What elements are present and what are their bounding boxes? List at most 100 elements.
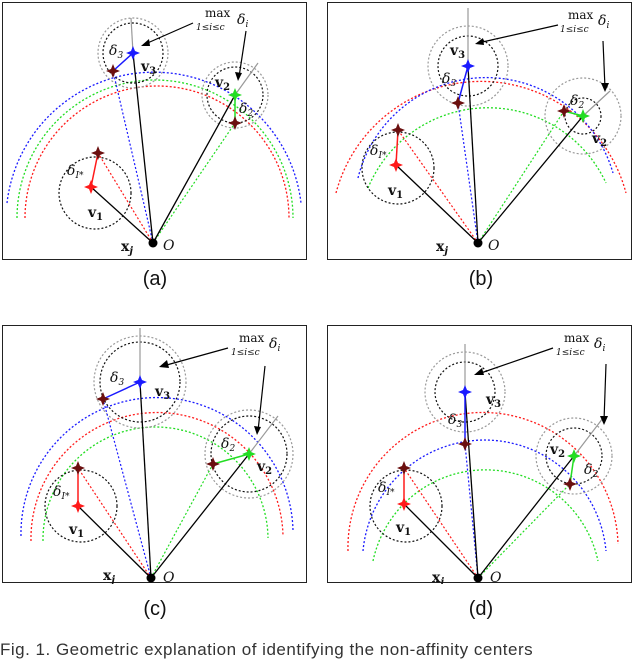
max-arrow-1-head: [141, 39, 150, 46]
circle-v2-inner: [545, 427, 603, 485]
ray-green: [150, 463, 214, 579]
panel-c-label: (c): [143, 598, 167, 620]
max-delta-label: δi: [237, 12, 248, 30]
v1-label: v1: [87, 205, 103, 223]
ray-black-v1: [90, 186, 154, 244]
v2-label: v2: [214, 75, 230, 93]
max-delta-label: δi: [598, 13, 609, 31]
v1-label: v1: [395, 520, 411, 538]
marker-proj-v2: [206, 457, 220, 471]
ray-blue: [457, 102, 479, 244]
delta3-segment: [102, 381, 141, 400]
circle-v2-outer: [535, 417, 613, 495]
marker-proj-v1: [91, 146, 105, 160]
panel-a: O xj v1 v3 v2 δI* δ3 δ2 max 1≤i≤c δi: [2, 2, 307, 260]
marker-proj-v2: [557, 104, 571, 118]
marker-proj-v1: [391, 123, 405, 137]
v2-label: v2: [256, 459, 272, 477]
ray-gray-v2: [582, 90, 611, 117]
blue-arc: [20, 396, 294, 537]
red-arc: [335, 80, 627, 194]
v3-label: v3: [154, 384, 170, 402]
origin-label: O: [490, 570, 502, 584]
green-arc: [367, 107, 607, 189]
delta1-label: δI*: [370, 143, 387, 161]
v1-label: v1: [387, 183, 403, 201]
origin-label: O: [488, 238, 500, 254]
marker-v3: [133, 375, 147, 389]
circle-v3-inner: [102, 22, 164, 84]
marker-v3: [126, 46, 140, 60]
ray-blue: [102, 398, 152, 579]
circle-v2-inner: [564, 97, 602, 135]
max-arrow-1-head: [474, 368, 484, 375]
delta3-segment: [112, 52, 134, 72]
ray-black-v1: [77, 505, 152, 579]
marker-v2: [242, 447, 256, 461]
max-arrow-1-head: [475, 38, 484, 45]
red-arc: [30, 411, 284, 542]
delta3-label: δ3: [110, 370, 124, 388]
marker-proj-v3: [96, 392, 110, 406]
v3-label: v3: [449, 43, 465, 61]
max-arrow-2-head: [600, 416, 608, 425]
max-arrow-2-head: [235, 72, 242, 81]
ray-blue: [464, 443, 479, 579]
marker-v2: [228, 88, 242, 102]
xj-label: xj: [103, 568, 115, 584]
origin-dot: [473, 573, 483, 583]
ray-black-v2: [152, 94, 236, 244]
delta1-segment: [90, 152, 99, 188]
max-arrow-2: [603, 363, 607, 422]
xj-label: xj: [121, 239, 133, 257]
circle-v2-outer: [204, 409, 294, 499]
delta3-segment: [457, 65, 469, 104]
max-sub-label: 1≤i≤c: [196, 23, 225, 33]
marker-v1: [397, 497, 411, 511]
panel-d: O xj v1 v3 v2 δI* δ3 δ2 max 1≤i≤c δi: [327, 325, 632, 584]
xj-label: xj: [436, 239, 448, 257]
red-arc: [24, 85, 290, 219]
ray-black-v3: [132, 52, 154, 244]
marker-proj-v3: [458, 437, 472, 451]
panel-b-label: (b): [468, 268, 494, 290]
v3-label: v3: [140, 59, 156, 77]
origin-label: O: [163, 238, 175, 254]
delta1-label: δI*: [378, 480, 395, 498]
ray-gray-v2: [573, 417, 604, 457]
panel-b: O xj v1 v3 v2 δI* δ3 δ2 max 1≤i≤c δi: [327, 2, 632, 260]
figure-caption: Fig. 1. Geometric explanation of identif…: [0, 640, 534, 659]
v1-label: v1: [68, 522, 84, 540]
delta1-label: δI*: [67, 163, 84, 181]
ray-red: [397, 129, 479, 244]
ray-black-v2: [150, 453, 250, 579]
green-arc: [16, 79, 294, 219]
delta2-label: δ2: [221, 436, 235, 454]
ray-red: [403, 467, 479, 579]
ray-black-v2: [477, 455, 575, 579]
max-sub-label: 1≤i≤c: [560, 25, 589, 35]
blue-arc: [362, 439, 607, 552]
max-arrow-1: [477, 24, 559, 44]
max-arrow-2-head: [254, 426, 261, 435]
panel-c: O xj v1 v3 v2 δI* δ3 δ2 max 1≤i≤c δi: [2, 325, 307, 584]
circle-v1: [44, 469, 118, 543]
delta3-label: δ3: [442, 71, 456, 89]
max-arrow-2: [238, 30, 247, 78]
ray-green: [477, 110, 565, 244]
delta1-label: δI*: [53, 484, 70, 502]
v3-label: v3: [485, 392, 501, 410]
diagram-b: O xj v1 v3 v2 δI* δ3 δ2 max 1≤i≤c δi: [335, 8, 627, 257]
origin-dot: [473, 238, 483, 248]
delta3-label: δ3: [448, 412, 462, 430]
marker-proj-v3: [106, 64, 120, 78]
blue-arc: [357, 76, 614, 179]
xj-label: xj: [432, 570, 444, 584]
max-sub-label: 1≤i≤c: [231, 348, 260, 358]
origin-dot: [146, 573, 156, 583]
circle-v2-outer: [201, 61, 269, 129]
origin-dot: [148, 238, 158, 248]
max-delta-label: δi: [269, 336, 280, 354]
marker-v3: [461, 59, 475, 73]
ray-black-v2: [477, 115, 584, 244]
